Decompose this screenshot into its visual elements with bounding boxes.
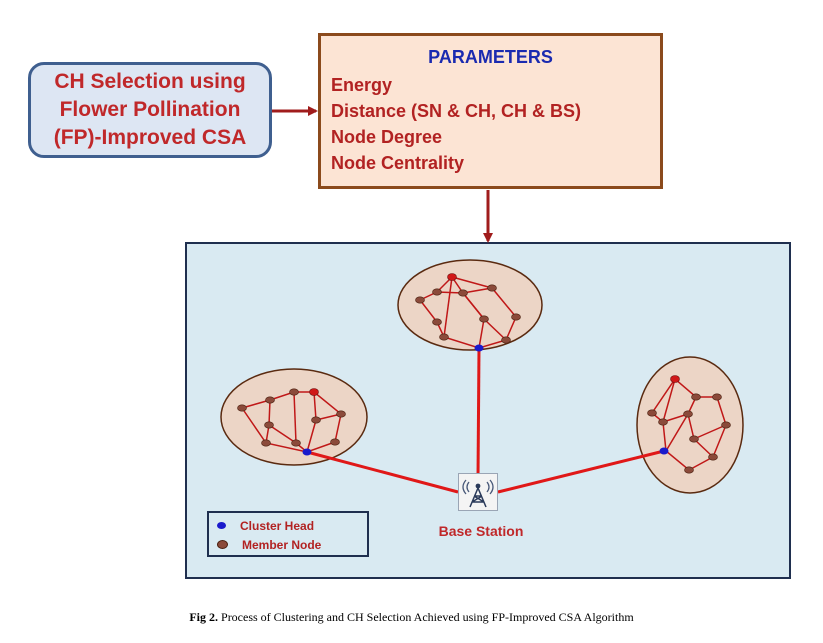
cluster-left-head xyxy=(302,448,312,456)
cluster-right-head xyxy=(659,447,669,455)
cluster-right-members xyxy=(647,393,731,474)
ch-selection-line-3: (FP)-Improved CSA xyxy=(53,126,247,149)
cluster-top xyxy=(397,259,543,351)
legend-cluster-head-label: Cluster Head xyxy=(240,518,315,533)
caption-prefix: Fig 2. xyxy=(189,610,219,624)
ch-selection-box: CH Selection using Flower Pollination (F… xyxy=(28,62,272,158)
legend-cluster-head: Cluster Head xyxy=(217,516,367,535)
antenna-tower-icon xyxy=(458,473,498,511)
cluster-left xyxy=(220,368,368,466)
caption-text: Process of Clustering and CH Selection A… xyxy=(218,610,634,624)
base-station-label: Base Station xyxy=(438,523,524,539)
ch-to-bs-links xyxy=(306,347,665,494)
parameter-distance: Distance (SN & CH, CH & BS) xyxy=(331,101,582,121)
link-right-ch-to-bs xyxy=(497,449,665,494)
parameter-node-centrality: Node Centrality xyxy=(331,153,465,173)
legend-member-node-label: Member Node xyxy=(242,537,322,552)
cluster-top-members xyxy=(415,284,521,344)
cluster-left-red-node xyxy=(309,388,319,396)
cluster-top-red-node xyxy=(447,273,457,281)
link-top-ch-to-bs xyxy=(476,347,481,479)
parameters-box: PARAMETERS Energy Distance (SN & CH, CH … xyxy=(318,33,663,189)
parameters-title: PARAMETERS xyxy=(428,47,553,67)
parameter-node-degree: Node Degree xyxy=(331,127,443,147)
legend: Cluster Head Member Node xyxy=(207,511,369,557)
figure-caption: Fig 2. Process of Clustering and CH Sele… xyxy=(0,610,823,625)
ch-selection-line-1: CH Selection using xyxy=(54,70,246,93)
member-node-dot-icon xyxy=(217,540,228,549)
legend-member-node: Member Node xyxy=(217,535,367,554)
cluster-head-dot-icon xyxy=(217,522,226,529)
cluster-right-red-node xyxy=(670,375,680,383)
ch-selection-line-2: Flower Pollination xyxy=(59,98,241,121)
cluster-left-members xyxy=(237,388,346,447)
cluster-top-head xyxy=(474,344,484,352)
link-left-ch-to-bs xyxy=(306,450,459,494)
parameter-energy: Energy xyxy=(331,75,393,95)
